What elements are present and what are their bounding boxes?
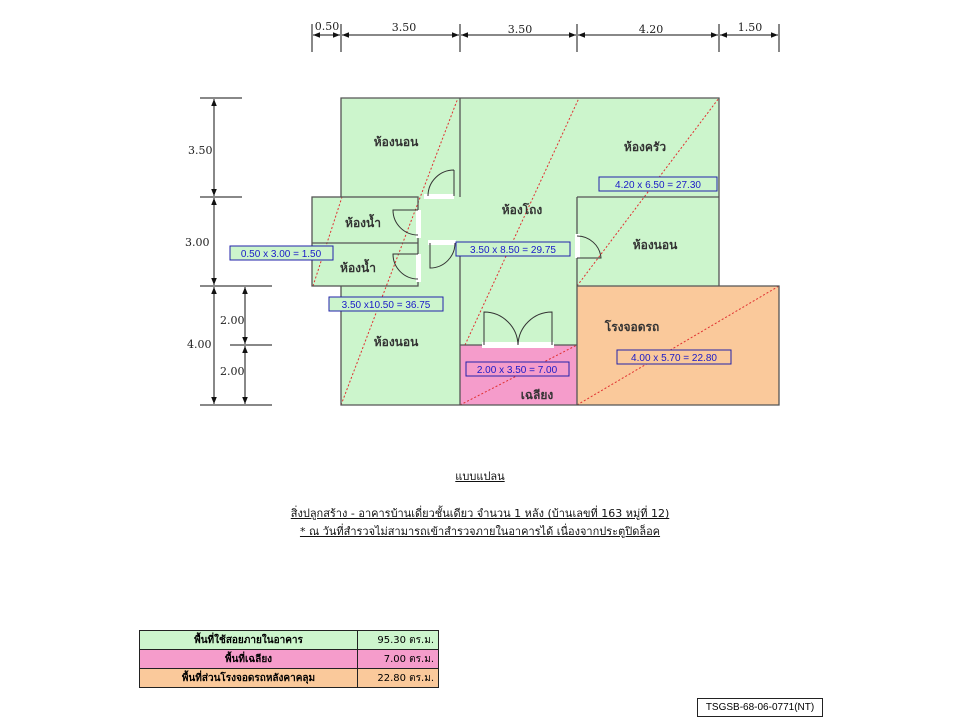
room-label: ห้องนอน <box>374 335 419 349</box>
area-name: พื้นที่เฉลียง <box>139 649 358 669</box>
table-row: พื้นที่เฉลียง 7.00 ตร.ม. <box>139 649 439 669</box>
dimension-label: 2.00 <box>220 365 245 378</box>
doors <box>392 169 602 348</box>
top-dimension-line: 0.50 3.50 3.50 4.20 1.50 <box>311 20 780 52</box>
door-icon <box>392 209 419 236</box>
door-icon <box>427 169 455 197</box>
room-label: เฉลียง <box>521 388 554 402</box>
survey-note: * ณ วันที่สำรวจไม่สามารถเข้าสำรวจภายในอา… <box>299 525 661 538</box>
area-value: 7.00 ตร.ม. <box>357 649 439 669</box>
area-label: 3.50 x 8.50 = 29.75 <box>470 245 556 256</box>
table-row: พื้นที่ส่วนโรงจอดรถหลังคาคลุม 22.80 ตร.ม… <box>139 668 439 688</box>
dimension-label: 3.50 <box>508 23 533 36</box>
plan-heading: แบบแปลน <box>455 470 505 483</box>
door-icon <box>429 242 456 269</box>
dimension-label: 3.00 <box>185 236 210 249</box>
dimension-label: 3.50 <box>188 144 213 157</box>
door-icon <box>576 235 602 259</box>
area-label: 3.50 x10.50 = 36.75 <box>342 300 431 311</box>
dimension-label: 4.20 <box>639 23 664 36</box>
room-labels: ห้องนอน ห้องน้ำ ห้องน้ำ ห้องนอน ห้องโถง … <box>340 135 678 402</box>
left-dimension-line: 3.50 3.00 4.00 2.00 2.00 <box>185 97 272 406</box>
area-summary-table: พื้นที่ใช้สอยภายในอาคาร 95.30 ตร.ม. พื้น… <box>139 630 439 688</box>
building-description: สิ่งปลูกสร้าง - อาคารบ้านเดี่ยวชั้นเดียว… <box>290 507 670 520</box>
area-label: 4.00 x 5.70 = 22.80 <box>631 353 717 364</box>
area-label: 0.50 x 3.00 = 1.50 <box>241 249 322 260</box>
table-row: พื้นที่ใช้สอยภายในอาคาร 95.30 ตร.ม. <box>139 630 439 650</box>
dimension-label: 3.50 <box>392 21 417 34</box>
room-label: ห้องน้ำ <box>340 258 376 275</box>
area-value: 22.80 ตร.ม. <box>357 668 439 688</box>
double-door-icon <box>483 311 553 346</box>
area-name: พื้นที่ส่วนโรงจอดรถหลังคาคลุม <box>139 668 358 688</box>
area-label: 4.20 x 6.50 = 27.30 <box>615 180 701 191</box>
dimension-label: 1.50 <box>738 21 763 34</box>
document-code: TSGSB-68-06-0771(NT) <box>697 698 823 717</box>
walls <box>311 97 780 406</box>
door-icon <box>392 253 419 280</box>
area-value: 95.30 ตร.ม. <box>357 630 439 650</box>
room-label: ห้องนอน <box>633 238 678 252</box>
dimension-label: 4.00 <box>187 338 212 351</box>
room-label: ห้องนอน <box>374 135 419 149</box>
area-labels: 0.50 x 3.00 = 1.50 3.50 x10.50 = 36.75 3… <box>229 176 732 377</box>
area-label: 2.00 x 3.50 = 7.00 <box>477 365 558 376</box>
dimension-label: 2.00 <box>220 314 245 327</box>
dimension-label: 0.50 <box>315 20 340 33</box>
room-label: ห้องโถง <box>502 202 543 217</box>
area-name: พื้นที่ใช้สอยภายในอาคาร <box>139 630 358 650</box>
room-label: ห้องน้ำ <box>345 213 381 230</box>
room-label: โรงจอดรถ <box>604 319 660 334</box>
room-label: ห้องครัว <box>624 140 666 154</box>
